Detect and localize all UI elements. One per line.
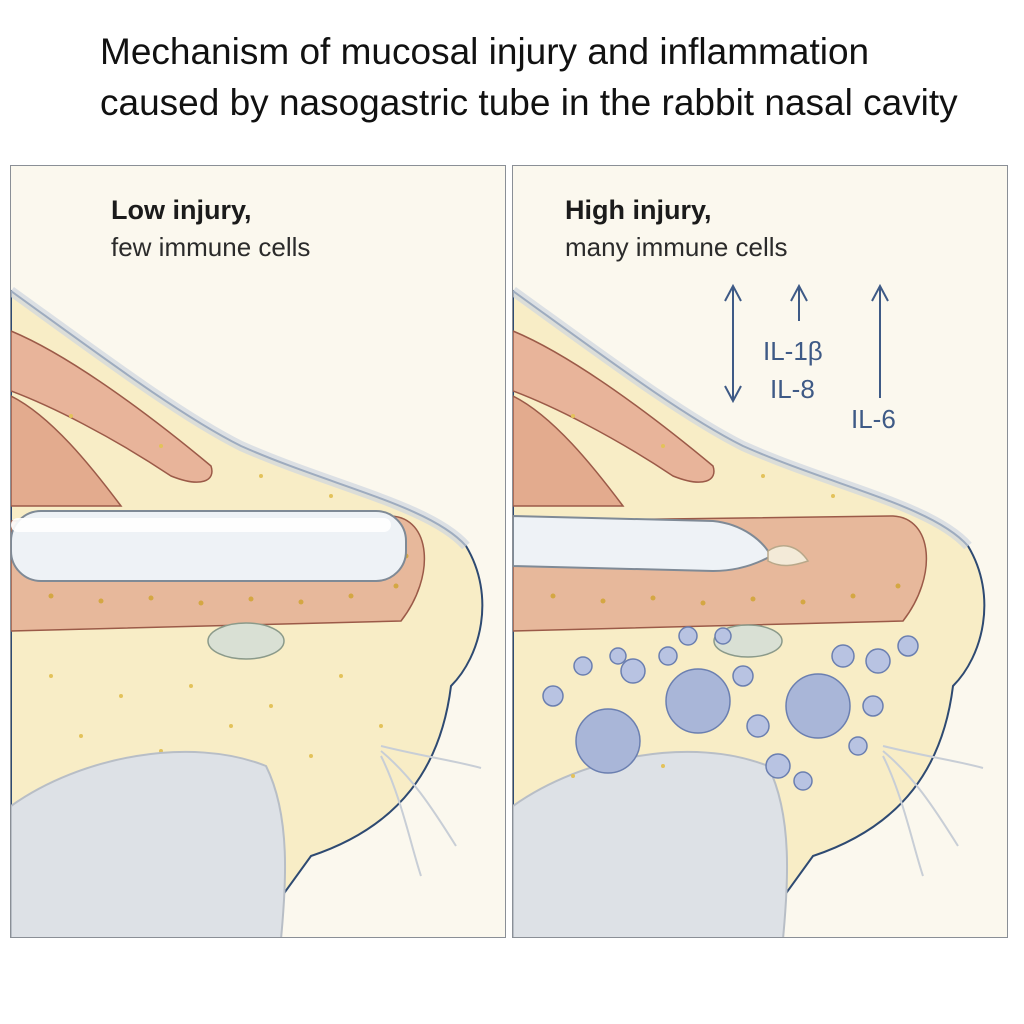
submucosal-gland <box>207 622 285 660</box>
nasal-bone <box>11 395 123 507</box>
low-injury-illustration <box>11 286 484 937</box>
mucosal-tear <box>767 545 810 567</box>
skin-rim <box>513 286 972 550</box>
immune-cell <box>714 627 732 645</box>
immune-cells <box>542 626 919 791</box>
title-line-1: Mechanism of mucosal injury and inflamma… <box>100 31 870 72</box>
high-injury-subheading: many immune cells <box>565 232 788 262</box>
immune-cell <box>573 656 593 676</box>
whiskers <box>882 745 984 877</box>
immune-cell <box>678 626 698 646</box>
skin-rim <box>11 286 470 550</box>
tissue-dots <box>49 414 383 758</box>
arrow-up-icon <box>871 283 889 398</box>
immune-cell <box>793 771 813 791</box>
page-title: Mechanism of mucosal injury and inflamma… <box>100 26 1024 128</box>
immune-cell <box>897 635 919 657</box>
mucosa-dots <box>550 583 901 606</box>
immune-cell <box>746 714 770 738</box>
immune-cell <box>609 647 627 665</box>
immune-cell <box>865 648 891 674</box>
cytokine-arrows <box>724 283 889 404</box>
whiskers <box>380 745 482 877</box>
title-line-2: caused by nasogastric tube in the rabbit… <box>100 82 958 123</box>
low-injury-heading: Low injury, <box>111 195 252 225</box>
immune-cell <box>658 646 678 666</box>
high-injury-panel: High injury, many immune cells IL-1β IL-… <box>512 165 1008 938</box>
arrow-down-icon <box>724 376 742 404</box>
immune-cell <box>542 685 564 707</box>
nasal-bone <box>513 395 625 507</box>
large-immune-cell <box>665 668 731 734</box>
mucosa-dots <box>48 553 409 606</box>
immune-cell <box>620 658 646 684</box>
immune-cell <box>732 665 754 687</box>
tissue-dots <box>571 414 835 778</box>
lower-jaw <box>11 750 287 937</box>
immune-cell <box>765 753 791 779</box>
immune-cell <box>848 736 868 756</box>
high-injury-illustration <box>513 283 986 937</box>
cytokine-il8-label: IL-8 <box>770 374 815 404</box>
cytokine-il6-label: IL-6 <box>851 404 896 434</box>
nasogastric-tube <box>513 514 773 573</box>
large-immune-cell <box>575 708 641 774</box>
low-injury-panel: Low injury, few immune cells <box>10 165 506 938</box>
cytokine-il1b-label: IL-1β <box>763 336 823 366</box>
large-immune-cell <box>785 673 851 739</box>
high-injury-heading: High injury, <box>565 195 712 225</box>
immune-cell <box>862 695 884 717</box>
immune-cell <box>831 644 855 668</box>
arrow-up-icon <box>790 283 808 321</box>
low-injury-subheading: few immune cells <box>111 232 311 262</box>
